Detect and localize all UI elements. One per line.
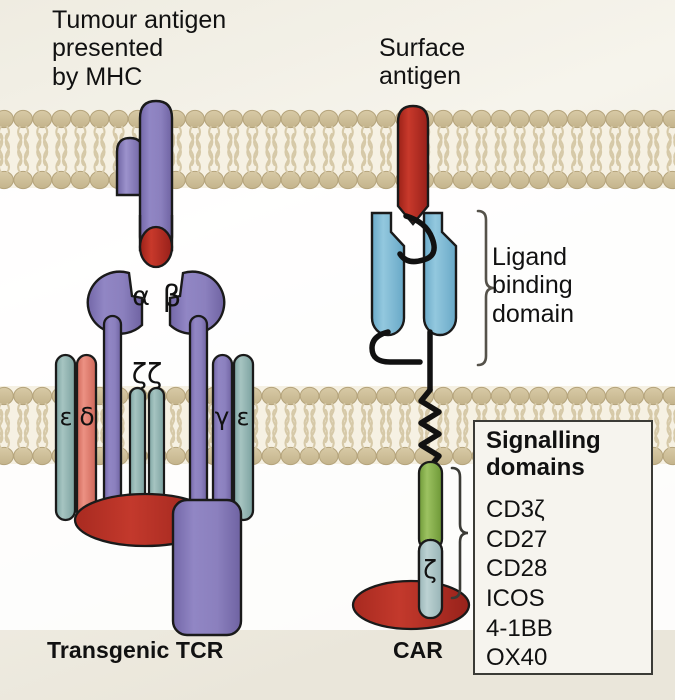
car-cd3zeta-domain-front [417,538,444,620]
signalling-domains-title: Signalling domains [486,427,601,481]
car-transmembrane-zigzag [418,387,442,470]
glyph-epsilon-left: ε [60,403,73,431]
glyph-alpha: α [132,281,150,312]
ligand-binding-bracket [476,209,495,367]
signalling-domain-item: CD28 [486,555,548,583]
tcr-cytoplasmic-block [171,498,243,637]
cd3-left-pair [54,353,98,522]
glyph-car-zeta: ζ [423,555,437,584]
cd3-epsilon-right [232,353,255,522]
signalling-domain-item: 4-1BB [486,614,553,642]
label-ligand-binding-domain: Ligand binding domain [492,243,574,328]
car-linker-lower [369,329,423,365]
upper-membrane [0,109,675,190]
caption-car: CAR [393,637,443,663]
tcr-alpha-domain [86,270,144,335]
glyph-epsilon-right: ε [237,403,250,431]
glyph-delta: δ [79,402,94,431]
signalling-domain-item: OX40 [486,644,548,672]
cd3-epsilon-left [54,353,77,522]
car-vl-domain [370,211,406,337]
cd3-right-pair [211,353,255,522]
car-intracellular [351,460,471,631]
glyph-zeta-zeta: ζζ [132,357,162,390]
label-surface-antigen: Surface antigen [379,34,466,91]
cd3-gamma [211,353,234,522]
surface-antigen-shape [396,104,430,226]
mhc-complex [115,99,174,269]
caption-transgenic-tcr: Transgenic TCR [47,637,224,663]
glyph-beta: β [163,279,182,313]
car-signalling-raft [351,579,471,631]
glyph-gamma: γ [215,402,230,431]
car-linker-upper [397,213,437,265]
signalling-domain-item: CD27 [486,525,548,553]
tcr-beta-stalk [188,314,209,514]
car-costim-domain [417,460,444,552]
tcr-alpha-stalk [102,314,123,514]
surface-antigen [396,104,430,226]
cd3-delta [75,353,98,522]
label-tumour-antigen: Tumour antigen presented by MHC [52,6,227,91]
peptide-antigen [138,225,174,269]
car-scfv [369,211,458,470]
signalling-domains-bracket [450,466,469,600]
tcr-cytoplasmic-module [73,492,243,637]
signalling-domain-item: ICOS [486,584,545,612]
tcr-zeta-dimer [128,386,166,518]
tcr-alpha-beta [86,270,226,514]
chain-glyph-group: α β ζζ ε δ γ ε ζ [60,279,437,584]
signalling-domain-item: CD3ζ [486,496,545,523]
tcr-beta-domain [168,270,226,335]
mhc-alpha-chain [138,99,174,252]
